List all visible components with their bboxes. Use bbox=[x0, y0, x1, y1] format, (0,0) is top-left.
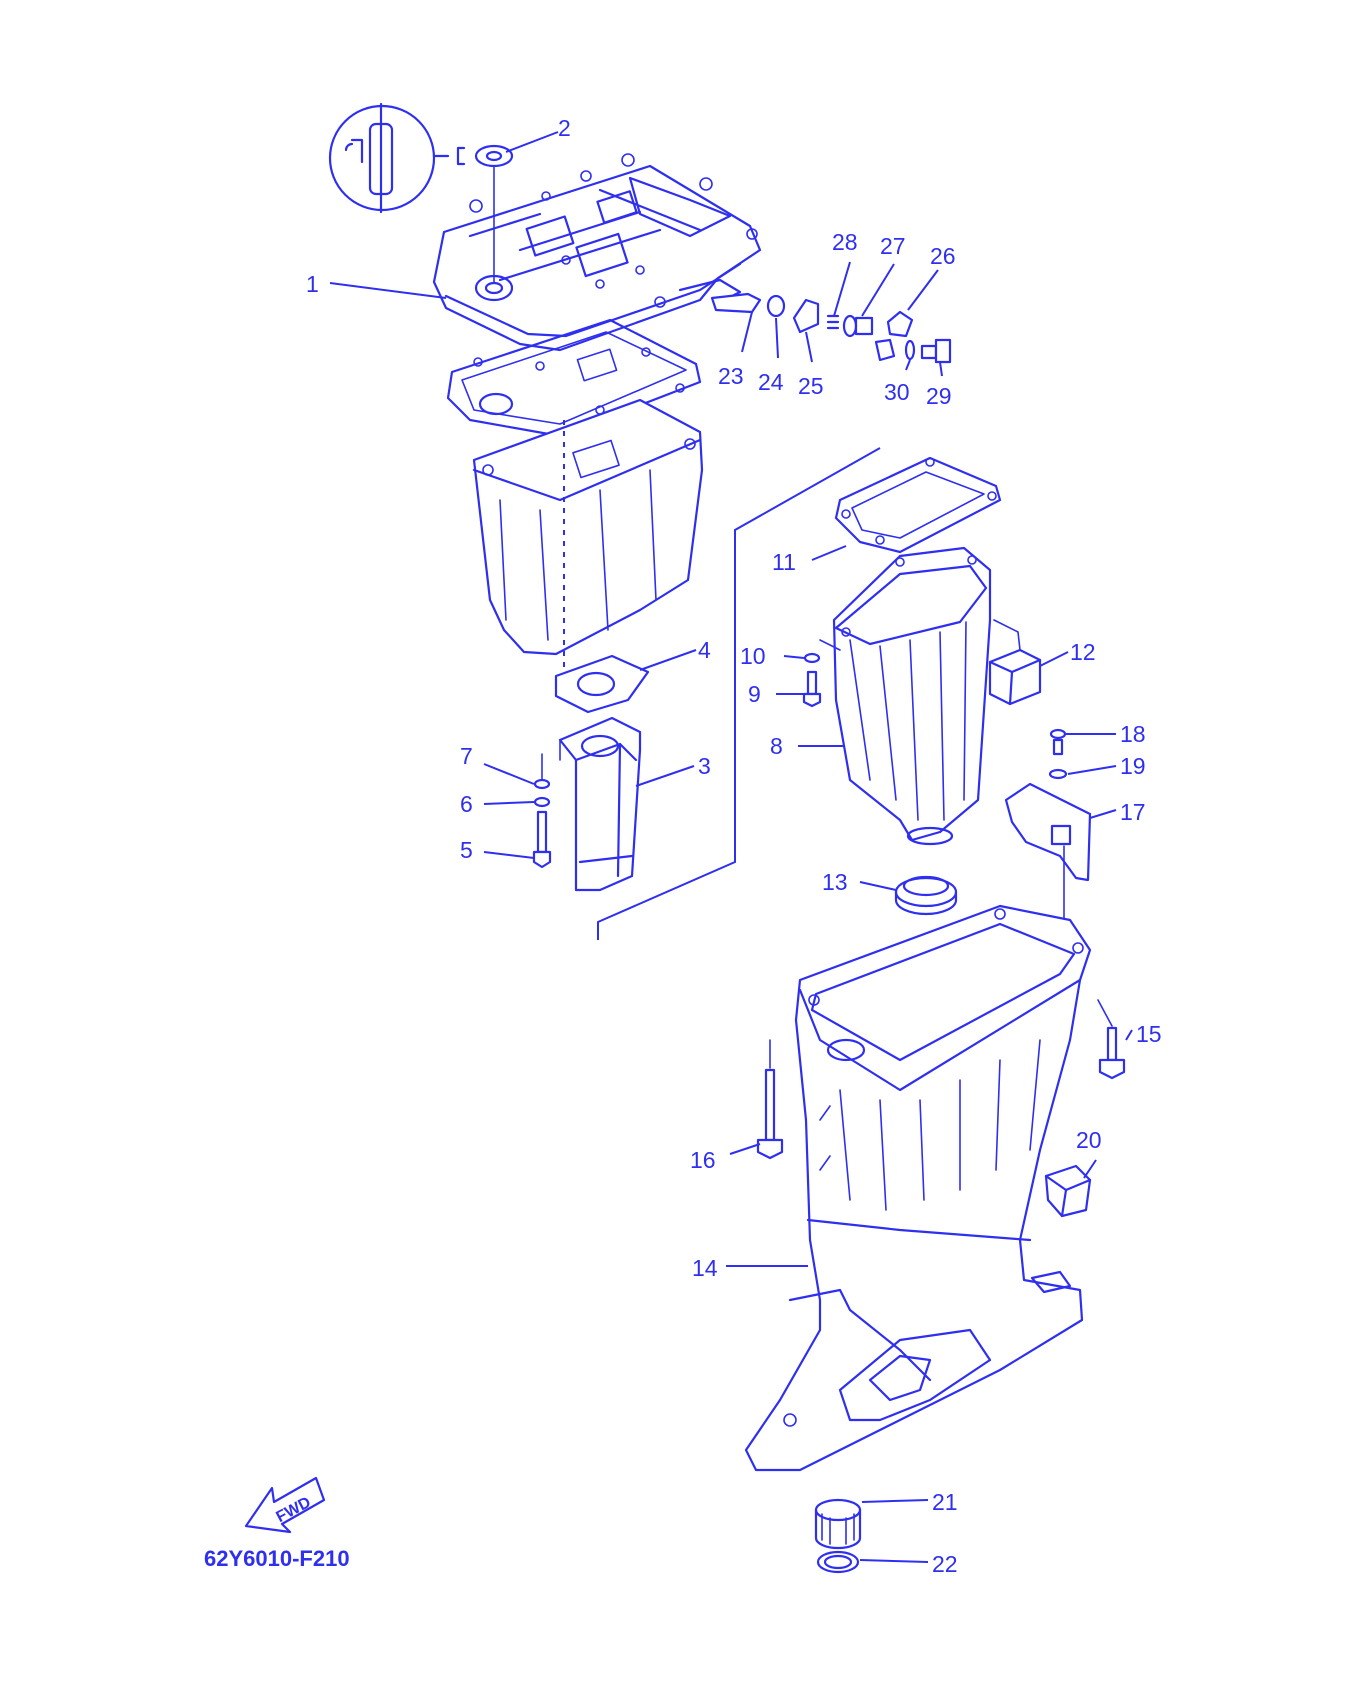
exhaust-pipe-part bbox=[558, 716, 642, 892]
washer-part bbox=[474, 144, 514, 283]
callout-20: 20 bbox=[1076, 1127, 1102, 1153]
callout-1: 1 bbox=[306, 271, 319, 297]
callout-labels: 1 2 3 4 5 6 7 8 9 10 11 12 13 14 15 16 1… bbox=[306, 115, 1162, 1577]
assembly-bracket bbox=[597, 447, 881, 940]
callout-30: 30 bbox=[884, 379, 910, 405]
callout-22: 22 bbox=[932, 1551, 958, 1577]
fwd-arrow-icon: FWD bbox=[244, 1476, 326, 1534]
upper-gasket-11-part bbox=[834, 456, 1002, 554]
gear-21-part bbox=[814, 1498, 862, 1550]
callout-29: 29 bbox=[926, 383, 952, 409]
sealant-detail-icon bbox=[328, 102, 466, 214]
callout-24: 24 bbox=[758, 369, 784, 395]
callout-7: 7 bbox=[460, 743, 473, 769]
callout-23: 23 bbox=[718, 363, 744, 389]
screw-washer-9-10 bbox=[802, 652, 822, 708]
seal-ring-part bbox=[894, 875, 958, 916]
callout-11: 11 bbox=[772, 549, 796, 575]
linkage-23-part bbox=[710, 292, 762, 314]
callout-27: 27 bbox=[880, 233, 906, 259]
lever-26-part bbox=[874, 310, 914, 362]
leader-lines bbox=[329, 131, 1133, 1563]
callout-2: 2 bbox=[558, 115, 571, 141]
bolt-29-part bbox=[920, 338, 952, 364]
callout-8: 8 bbox=[770, 733, 783, 759]
callout-21: 21 bbox=[932, 1489, 958, 1515]
bolt-15-part bbox=[1097, 999, 1126, 1080]
bolt-27-part bbox=[842, 314, 874, 338]
callout-19: 19 bbox=[1120, 753, 1146, 779]
callout-17: 17 bbox=[1120, 799, 1146, 825]
callout-14: 14 bbox=[692, 1255, 718, 1281]
spring-28-part bbox=[826, 314, 840, 330]
callout-25: 25 bbox=[798, 373, 824, 399]
callout-12: 12 bbox=[1070, 639, 1096, 665]
circlip-22-part bbox=[816, 1550, 860, 1574]
callout-16: 16 bbox=[690, 1147, 716, 1173]
washer-30-part bbox=[904, 339, 916, 361]
cover-plate-part bbox=[1004, 728, 1092, 953]
callout-5: 5 bbox=[460, 837, 473, 863]
callout-9: 9 bbox=[748, 681, 761, 707]
exhaust-gasket-part bbox=[554, 654, 650, 714]
callout-3: 3 bbox=[698, 753, 711, 779]
upper-casing-part bbox=[432, 153, 762, 352]
lower-casing-part bbox=[744, 904, 1092, 1472]
inner-housing-part bbox=[819, 546, 992, 846]
clip-25-part bbox=[792, 298, 820, 334]
damper-block-part bbox=[988, 619, 1042, 706]
callout-18: 18 bbox=[1120, 721, 1146, 747]
callout-15: 15 bbox=[1136, 1021, 1162, 1047]
drawing-code: 62Y6010-F210 bbox=[204, 1546, 350, 1571]
plug-20-part bbox=[1044, 1164, 1092, 1218]
callout-10: 10 bbox=[740, 643, 766, 669]
callout-4: 4 bbox=[698, 637, 711, 663]
callout-6: 6 bbox=[460, 791, 473, 817]
callout-26: 26 bbox=[930, 243, 956, 269]
bushing-24-part bbox=[766, 294, 786, 318]
callout-13: 13 bbox=[822, 869, 848, 895]
callout-28: 28 bbox=[832, 229, 858, 255]
bolt-16-part bbox=[756, 1039, 784, 1160]
exhaust-guide-body bbox=[472, 398, 704, 668]
bolt-washer-set bbox=[532, 753, 552, 869]
